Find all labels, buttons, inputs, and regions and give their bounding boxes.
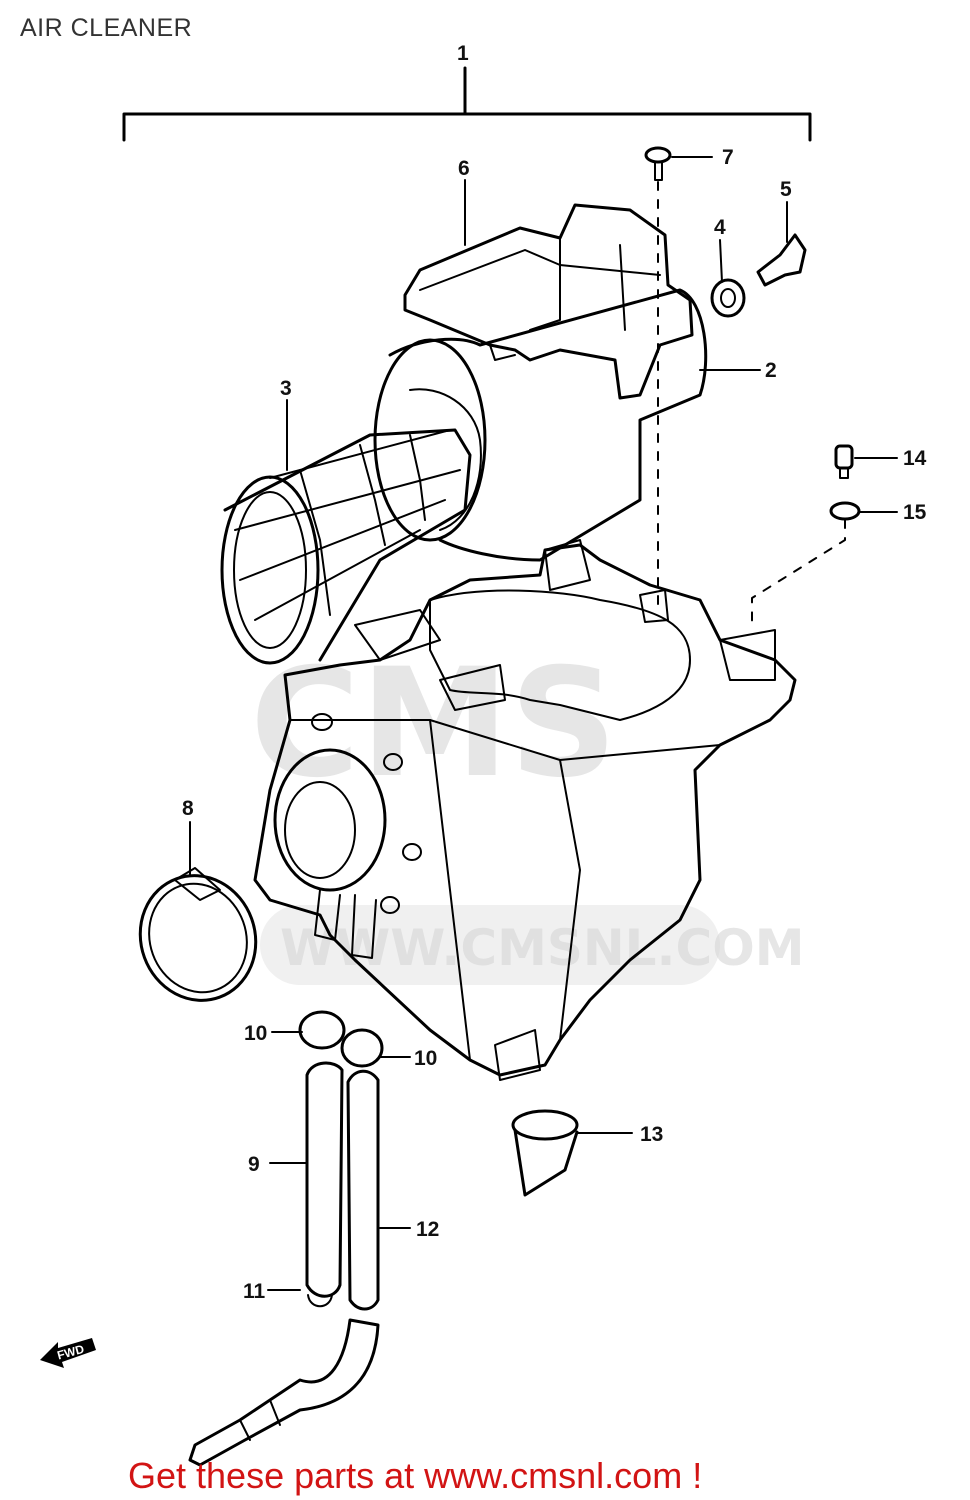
part-7-screw <box>644 146 672 181</box>
footer-link[interactable]: Get these parts at www.cmsnl.com ! <box>128 1455 703 1496</box>
callout-7: 7 <box>722 146 734 169</box>
leader-lines <box>189 156 898 1291</box>
part-9-tube <box>305 1061 344 1298</box>
callout-9: 9 <box>248 1153 260 1176</box>
callout-13: 13 <box>640 1123 663 1146</box>
callout-10-left: 10 <box>244 1022 267 1045</box>
callout-15: 15 <box>903 501 927 524</box>
part-3-filter-element <box>220 428 472 665</box>
assembly-bracket <box>122 66 812 142</box>
callout-2: 2 <box>765 359 777 382</box>
part-13-valve <box>511 1109 579 1197</box>
part-12-tube <box>346 1069 380 1311</box>
fwd-arrow: FWD <box>40 1338 96 1368</box>
part-8-clamp <box>138 867 258 1002</box>
callout-12: 12 <box>416 1218 439 1241</box>
callout-5: 5 <box>780 178 792 201</box>
callout-8: 8 <box>182 797 194 820</box>
watermark-url: WWW.CMSNL.COM <box>280 919 805 977</box>
watermark: CMS WWW.CMSNL.COM <box>250 637 805 985</box>
drain-hose <box>188 1318 380 1467</box>
callout-1: 1 <box>457 42 469 65</box>
part-11-clip <box>307 1294 333 1308</box>
part-14-bolt <box>834 444 854 479</box>
part-6-cover <box>403 203 694 400</box>
callout-6: 6 <box>458 157 470 180</box>
callouts: 1 2 3 4 5 6 7 8 9 10 10 11 12 13 14 15 <box>182 42 927 1303</box>
part-15-washer <box>829 501 861 521</box>
callout-3: 3 <box>280 377 292 400</box>
part-5-wing-bolt <box>756 233 807 287</box>
main-box <box>253 539 797 1081</box>
part-2-housing <box>373 288 708 562</box>
part-10-caps <box>298 1010 384 1068</box>
watermark-logo: CMS <box>250 637 617 811</box>
callout-10-right: 10 <box>414 1047 437 1070</box>
page-title: AIR CLEANER <box>20 14 193 42</box>
part-4-grommet <box>710 278 746 318</box>
callout-4: 4 <box>714 216 726 239</box>
callout-14: 14 <box>903 447 927 470</box>
fwd-label: FWD <box>56 1342 86 1363</box>
callout-11: 11 <box>243 1280 266 1303</box>
